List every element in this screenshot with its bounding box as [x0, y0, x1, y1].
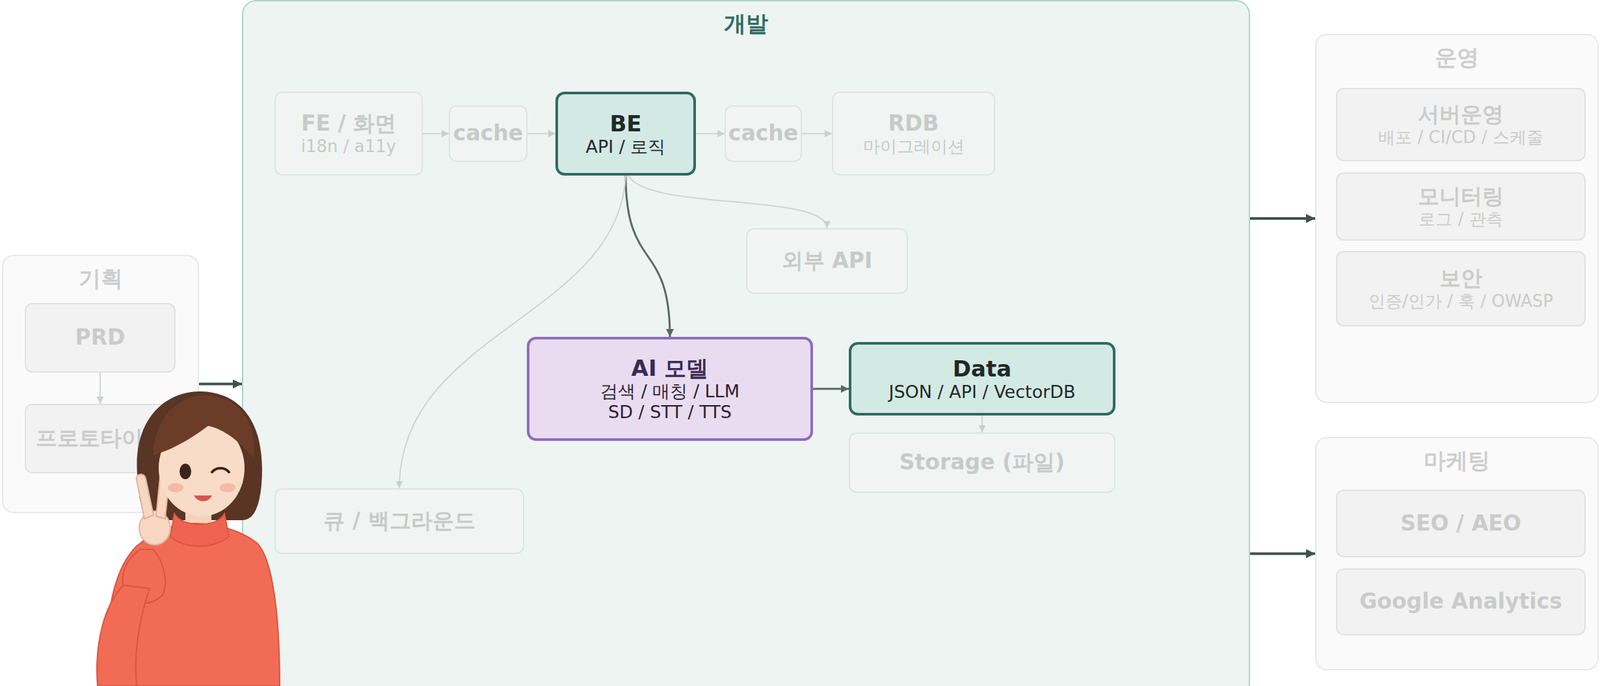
hand [139, 511, 171, 546]
process-box: cache [724, 105, 802, 162]
group-heading: 마케팅 [1423, 447, 1491, 474]
mouth [193, 495, 213, 502]
box-subtitle: 배포 / CI/CD / 스케줄 [1378, 127, 1543, 148]
process-box: 서버운영배포 / CI/CD / 스케줄 [1335, 87, 1586, 162]
process-box: 큐 / 백그라운드 [274, 488, 525, 555]
group-heading: 운영 [1434, 44, 1480, 71]
flow-arrow [981, 415, 983, 433]
box-title: 보안 [1439, 266, 1483, 292]
turtleneck [170, 513, 229, 547]
sweater [106, 523, 280, 686]
wink-eye [212, 468, 229, 473]
process-box: Storage (파일) [848, 432, 1116, 494]
sleeve [122, 549, 166, 603]
neck [185, 500, 212, 527]
process-box: RDB마이그레이션 [831, 91, 996, 176]
process-box: SEO / AEO [1335, 489, 1586, 558]
box-title: PRD [75, 325, 126, 351]
arm [96, 585, 150, 686]
box-title: 모니터링 [1417, 184, 1504, 210]
finger [136, 474, 154, 520]
box-subtitle: 마이그레이션 [863, 136, 965, 157]
cheek [219, 483, 236, 493]
group-box: 기획 PRD 프로토타이프 [1, 254, 200, 514]
box-title: cache [453, 120, 523, 147]
face [158, 420, 245, 517]
girl-figure [96, 391, 280, 686]
box-title: 외부 API [781, 248, 873, 274]
finger [156, 472, 170, 520]
flow-arrow [527, 133, 556, 135]
box-subtitle: API / 로직 [586, 136, 667, 158]
box-title: FE / 화면 [301, 111, 397, 137]
group-box: 마케팅 SEO / AEO Google Analytics [1315, 437, 1599, 671]
group-heading: 개발 [723, 10, 769, 37]
flow-arrow [99, 372, 101, 404]
box-subtitle: JSON / API / VectorDB [888, 381, 1076, 403]
process-box: PRD [24, 303, 176, 373]
box-title: Storage (파일) [899, 450, 1065, 476]
process-box: AI 모델검색 / 매칭 / LLMSD / STT / TTS [526, 336, 814, 441]
group-heading: 기획 [78, 265, 123, 292]
process-box: 프로토타이프 [24, 403, 176, 474]
group-box: 개발 FE / 화면i18n / a11y cache BEAPI / 로직 cache… [241, 0, 1251, 686]
box-title: 큐 / 백그라운드 [323, 508, 475, 534]
group-box: 운영서버운영배포 / CI/CD / 스케줄모니터링로그 / 관측보안인증/인가… [1315, 33, 1599, 404]
box-subtitle: SD / STT / TTS [608, 401, 732, 423]
flow-arrow [813, 388, 849, 391]
process-box: cache [448, 105, 528, 162]
process-box: 보안인증/인가 / 훅 / OWASP [1335, 251, 1586, 327]
process-box: FE / 화면i18n / a11y [274, 91, 423, 176]
box-title: AI 모델 [631, 355, 709, 382]
box-title: BE [609, 110, 642, 137]
cheek [167, 483, 184, 493]
flow-arrow [422, 133, 449, 135]
process-box: BEAPI / 로직 [555, 91, 696, 176]
process-box: 모니터링로그 / 관측 [1335, 172, 1586, 241]
eye [179, 463, 192, 480]
flow-arrow [1250, 217, 1316, 220]
box-subtitle: 검색 / 매칭 / LLM [600, 381, 740, 402]
flow-arrow [1250, 552, 1316, 556]
flow-arrow [695, 133, 725, 135]
box-title: cache [728, 120, 799, 147]
flow-arrow [801, 133, 832, 135]
box-title: RDB [888, 111, 940, 137]
box-subtitle: 인증/인가 / 훅 / OWASP [1368, 291, 1554, 312]
flow-arrow [628, 175, 828, 229]
box-subtitle: i18n / a11y [301, 136, 397, 157]
box-title: 프로토타이프 [35, 426, 165, 452]
box-title: SEO / AEO [1400, 511, 1522, 537]
process-box: DataJSON / API / VectorDB [848, 342, 1116, 416]
box-title: 서버운영 [1417, 102, 1504, 128]
box-title: Data [952, 355, 1012, 382]
hair-back [136, 391, 263, 521]
process-box: 외부 API [746, 228, 908, 294]
process-box: Google Analytics [1335, 568, 1586, 636]
bangs [153, 395, 255, 459]
box-title: Google Analytics [1359, 589, 1563, 615]
flow-arrow [199, 383, 242, 386]
flow-arrow [625, 175, 670, 337]
box-subtitle: 로그 / 관측 [1418, 209, 1503, 230]
flow-arrow [399, 175, 626, 489]
